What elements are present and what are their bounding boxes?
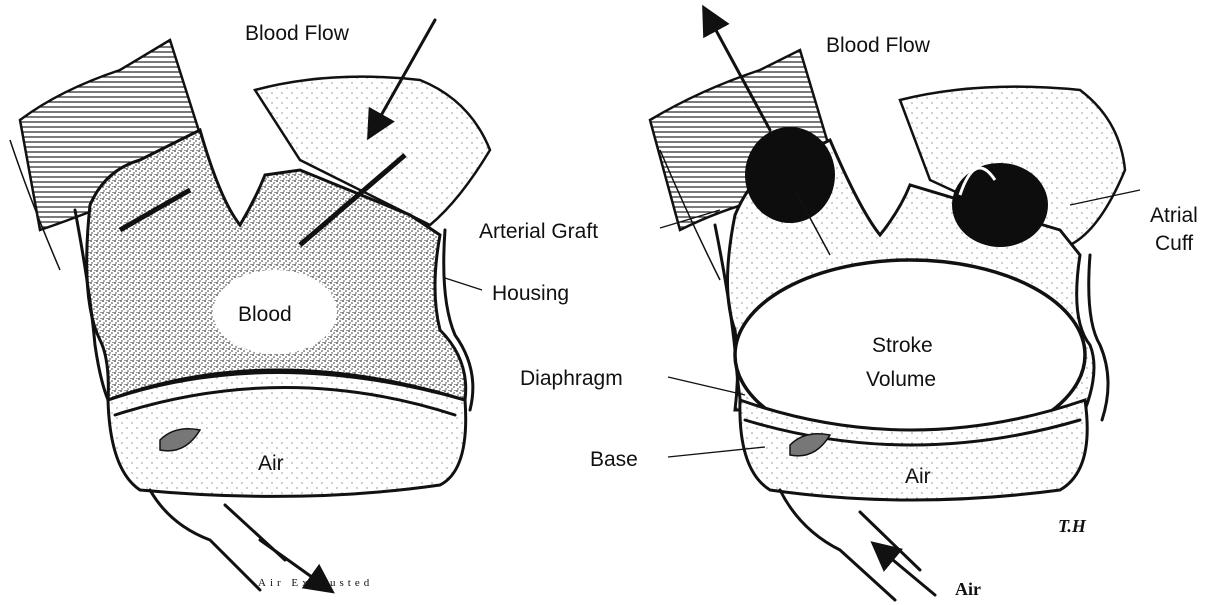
arterial-graft-label: Arterial Graft xyxy=(479,220,598,243)
base-label: Base xyxy=(590,448,638,471)
arterial-valve-disc xyxy=(745,127,835,223)
right-air-label: Air xyxy=(905,465,931,488)
air-inflow-label: Air xyxy=(955,579,981,599)
diaphragm-label: Diaphragm xyxy=(520,367,623,390)
left-blood-label: Blood xyxy=(238,303,292,326)
housing-label: Housing xyxy=(492,282,569,305)
left-blood-flow-label: Blood Flow xyxy=(245,22,350,45)
air-exhausted-label: Air Exhausted xyxy=(258,577,373,589)
atrial-cuff-label-line1: Atrial xyxy=(1150,204,1198,227)
atrial-cuff-label-line2: Cuff xyxy=(1155,232,1193,255)
atrial-valve-disc xyxy=(952,163,1048,247)
stroke-volume-label-line1: Stroke xyxy=(872,334,933,357)
left-air-label: Air xyxy=(258,452,284,475)
artist-signature: T.H xyxy=(1058,516,1087,536)
left-pump: Blood Flow Blood Air Housing Air Exhaust… xyxy=(10,20,569,590)
right-pump: Blood Flow Arterial Graft Atrial Cuff St… xyxy=(479,10,1198,600)
stroke-volume-label-line2: Volume xyxy=(866,368,936,391)
right-blood-flow-label: Blood Flow xyxy=(826,34,931,57)
